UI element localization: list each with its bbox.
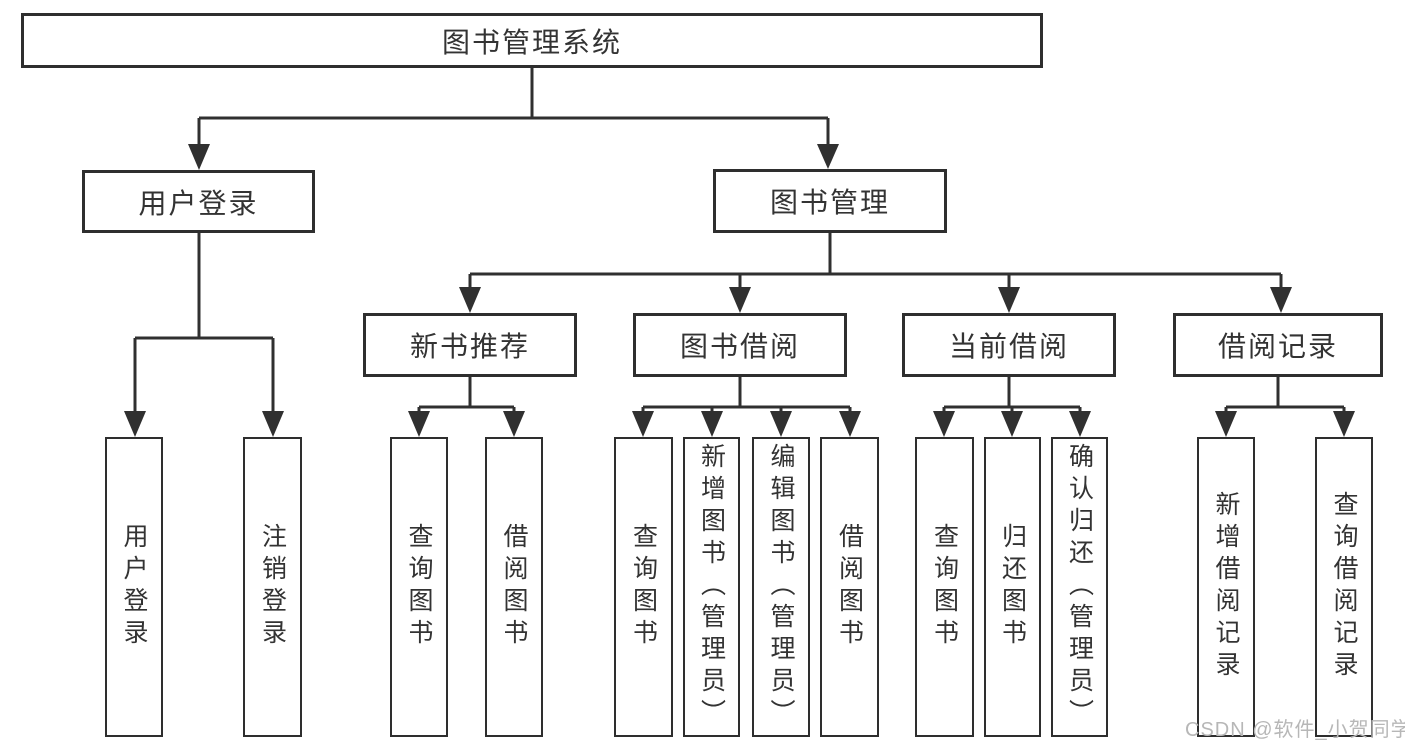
leaf-cb-query-books-label: 查询图书 (930, 523, 959, 651)
leaf-bb-borrow-books: 借阅图书 (820, 437, 879, 737)
leaf-bb-query-books: 查询图书 (614, 437, 673, 737)
leaf-cb-return-books: 归还图书 (984, 437, 1041, 737)
leaf-cb-query-books: 查询图书 (915, 437, 974, 737)
leaf-bb-edit-books-admin-label: 编辑图书（管理员） (767, 443, 795, 731)
leaf-logout-label: 注销登录 (258, 523, 287, 651)
node-book-borrowing: 图书借阅 (633, 313, 847, 377)
leaf-cb-confirm-return-admin-label: 确认归还（管理员） (1065, 443, 1094, 731)
leaf-cb-confirm-return-admin: 确认归还（管理员） (1051, 437, 1108, 737)
node-new-book-recommend: 新书推荐 (363, 313, 577, 377)
leaf-br-query-record-label: 查询借阅记录 (1330, 491, 1358, 683)
leaf-nbr-query-books-label: 查询图书 (405, 523, 433, 651)
leaf-nbr-borrow-books-label: 借阅图书 (500, 523, 528, 651)
leaf-bb-query-books-label: 查询图书 (629, 523, 658, 651)
leaf-user-login: 用户登录 (105, 437, 163, 737)
node-user-login: 用户登录 (82, 170, 315, 233)
node-book-management: 图书管理 (713, 169, 947, 233)
leaf-user-login-label: 用户登录 (120, 523, 148, 651)
leaf-nbr-borrow-books: 借阅图书 (485, 437, 543, 737)
leaf-br-add-record: 新增借阅记录 (1197, 437, 1255, 737)
leaf-br-add-record-label: 新增借阅记录 (1212, 491, 1240, 683)
node-current-borrowing: 当前借阅 (902, 313, 1116, 377)
leaf-logout: 注销登录 (243, 437, 302, 737)
csdn-watermark: CSDN @软件_小贺同学 (1185, 719, 1405, 741)
leaf-bb-edit-books-admin: 编辑图书（管理员） (752, 437, 810, 737)
leaf-bb-add-books-admin: 新增图书（管理员） (683, 437, 740, 737)
leaf-bb-borrow-books-label: 借阅图书 (835, 523, 864, 651)
leaf-bb-add-books-admin-label: 新增图书（管理员） (697, 443, 726, 731)
node-root-system: 图书管理系统 (21, 13, 1043, 68)
leaf-cb-return-books-label: 归还图书 (998, 523, 1027, 651)
leaf-br-query-record: 查询借阅记录 (1315, 437, 1373, 737)
leaf-nbr-query-books: 查询图书 (390, 437, 448, 737)
node-borrowing-records: 借阅记录 (1173, 313, 1383, 377)
